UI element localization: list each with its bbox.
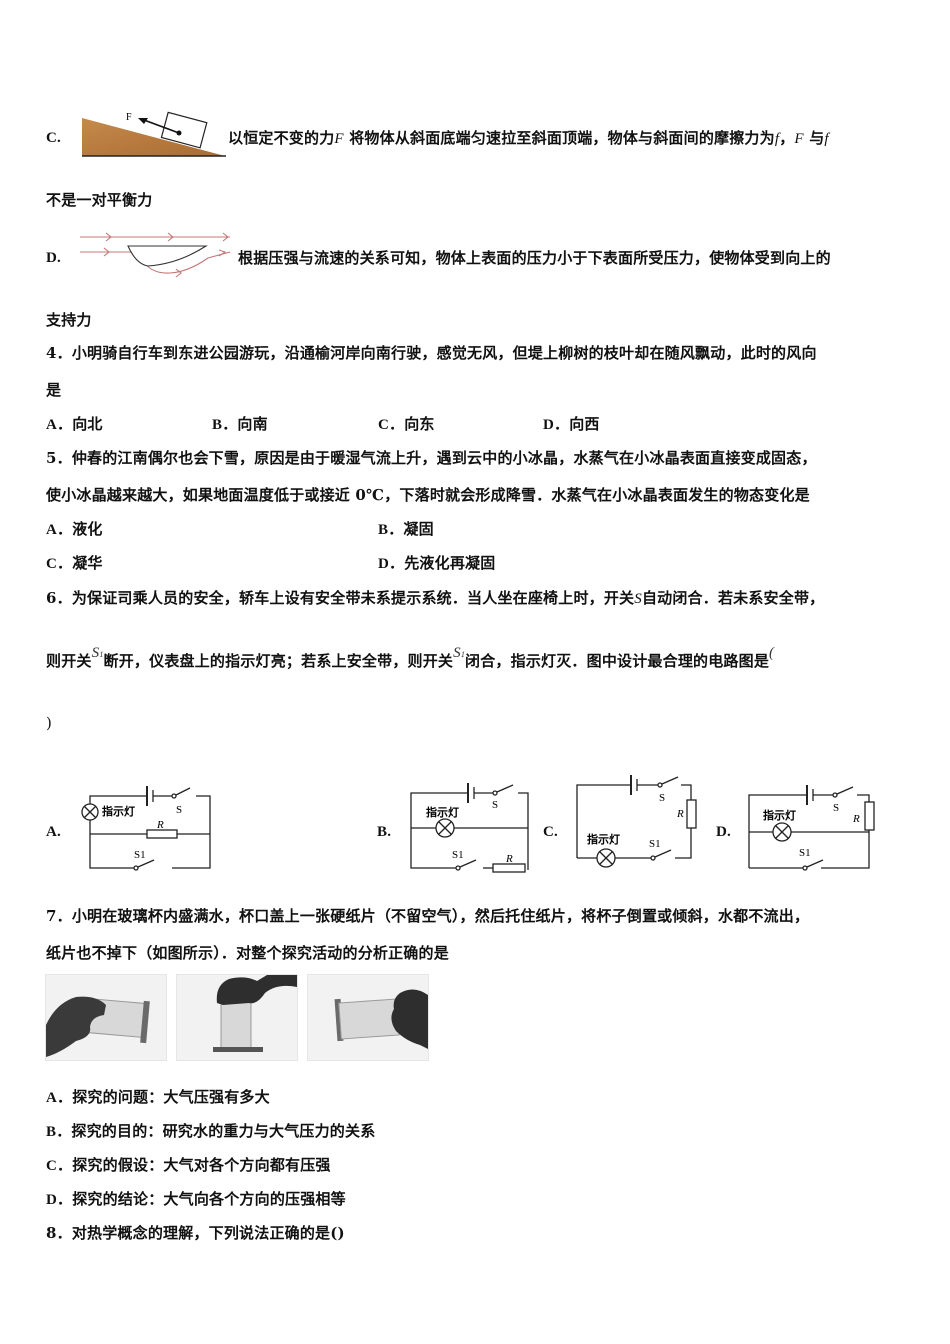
circuit-a-diagram: 指示灯 S R S1 xyxy=(81,786,211,871)
q5-stem-line2: 使小冰晶越来越大，如果地面温度低于或接近 0℃，下落时就会形成降雪．水蒸气在小冰… xyxy=(46,486,810,504)
q4-option-c: C．向东 xyxy=(378,415,435,433)
q5-option-a: A．液化 xyxy=(46,520,103,538)
q6-stem-line2: 则开关S1断开，仪表盘上的指示灯亮；若系上安全带，则开关S1闭合，指示灯灭．图中… xyxy=(46,645,775,670)
q6-stem-line1: 6．为保证司乘人员的安全，轿车上设有安全带未系提示系统．当人坐在座椅上时，开关S… xyxy=(46,589,825,607)
svg-text:指示灯: 指示灯 xyxy=(763,808,796,822)
q3-option-d-label: D. xyxy=(46,250,61,266)
svg-text:R: R xyxy=(852,813,860,825)
q5-option-b: B．凝固 xyxy=(378,520,434,538)
q7-option-b: B．探究的目的：研究水的重力与大气压力的关系 xyxy=(46,1122,376,1140)
q4-option-d: D．向西 xyxy=(543,415,600,433)
svg-text:S: S xyxy=(176,804,182,816)
circuit-a-label: A. xyxy=(46,824,61,840)
s1-symbol: S1 xyxy=(453,645,466,661)
airflow-figure xyxy=(80,232,231,278)
circuit-b-label: B. xyxy=(377,824,392,840)
q3-option-c-label: C. xyxy=(46,130,61,146)
force-label: F xyxy=(126,112,132,123)
q3-option-c-text: 以恒定不变的力F 将物体从斜面底端匀速拉至斜面顶端，物体与斜面间的摩擦力为f，F… xyxy=(228,129,829,147)
q6-close-paren: ) xyxy=(46,714,53,732)
q5-stem-line1: 5．仲春的江南偶尔也会下雪，原因是由于暖湿气流上升，遇到云中的小冰晶，水蒸气在小… xyxy=(46,449,817,467)
svg-text:S1: S1 xyxy=(452,849,464,861)
circuit-c-diagram: 指示灯 S R S1 xyxy=(576,775,697,868)
q4-stem-line2: 是 xyxy=(46,381,62,399)
svg-text:S1: S1 xyxy=(799,847,811,859)
q7-stem-line2: 纸片也不掉下（如图所示）．对整个探究活动的分析正确的是 xyxy=(46,944,449,962)
q7-option-a: A．探究的问题：大气压强有多大 xyxy=(46,1088,270,1106)
svg-text:S1: S1 xyxy=(134,849,146,861)
incline-figure: F xyxy=(82,111,226,157)
svg-text:R: R xyxy=(156,819,164,831)
circuit-d-label: D. xyxy=(716,824,731,840)
photo-cup-tilted-right xyxy=(307,974,429,1061)
svg-text:S: S xyxy=(492,799,498,811)
photo-cup-tilted-left xyxy=(45,974,167,1061)
svg-text:指示灯: 指示灯 xyxy=(426,805,459,819)
q3-option-c-continuation: 不是一对平衡力 xyxy=(46,191,153,209)
q4-stem-line1: 4．小明骑自行车到东进公园游玩，沿通榆河岸向南行驶，感觉无风，但堤上柳树的枝叶却… xyxy=(46,344,817,362)
svg-text:指示灯: 指示灯 xyxy=(587,832,620,846)
svg-text:R: R xyxy=(676,808,684,820)
q4-option-b: B．向南 xyxy=(212,415,268,433)
q4-option-a: A．向北 xyxy=(46,415,103,433)
circuit-b-diagram: 指示灯 S S1 R xyxy=(410,783,529,873)
q8-stem: 8．对热学概念的理解，下列说法正确的是() xyxy=(46,1224,345,1242)
q3-option-d-continuation: 支持力 xyxy=(46,311,92,329)
photo-cup-inverted xyxy=(176,974,298,1061)
q5-option-d: D．先液化再凝固 xyxy=(378,554,496,572)
s1-symbol: S1 xyxy=(91,645,104,661)
q7-option-c: C．探究的假设：大气对各个方向都有压强 xyxy=(46,1156,331,1174)
q7-option-d: D．探究的结论：大气向各个方向的压强相等 xyxy=(46,1190,346,1208)
svg-text:S1: S1 xyxy=(649,838,661,850)
circuit-c-label: C. xyxy=(543,824,558,840)
svg-text:S: S xyxy=(659,792,665,804)
q7-stem-line1: 7．小明在玻璃杯内盛满水，杯口盖上一张硬纸片（不留空气），然后托住纸片，将杯子倒… xyxy=(46,907,810,925)
q3-option-d-text: 根据压强与流速的关系可知，物体上表面的压力小于下表面所受压力，使物体受到向上的 xyxy=(238,249,831,267)
svg-text:R: R xyxy=(505,853,513,865)
svg-text:S: S xyxy=(833,802,839,814)
q5-option-c: C．凝华 xyxy=(46,554,103,572)
circuit-d-diagram: 指示灯 S R S1 xyxy=(748,785,875,871)
svg-text:指示灯: 指示灯 xyxy=(102,804,135,818)
